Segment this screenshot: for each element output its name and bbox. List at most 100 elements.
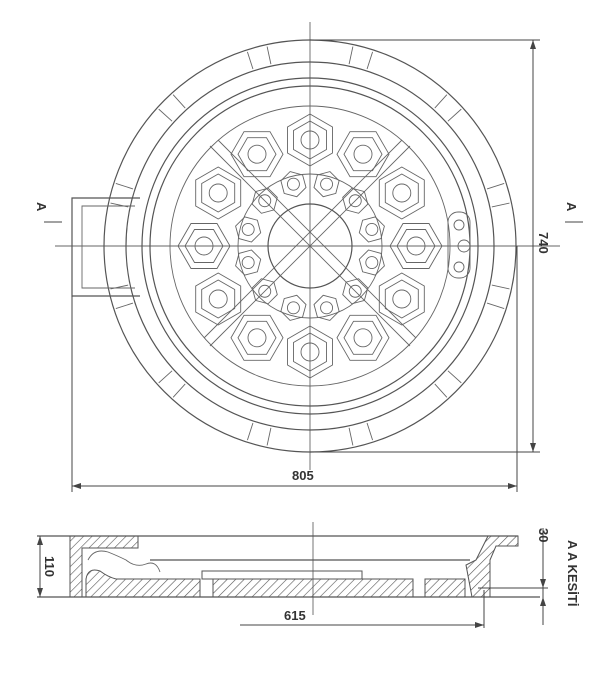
rim-rib xyxy=(158,370,173,384)
hexagon xyxy=(358,249,385,276)
boss-circle xyxy=(353,144,373,164)
lock-hole xyxy=(453,219,465,231)
hexagon xyxy=(378,272,425,326)
rim-rib xyxy=(366,422,374,441)
frame-left-base xyxy=(85,569,201,598)
frame-profile-curve xyxy=(87,550,161,573)
diagonal-bars xyxy=(203,139,417,347)
boss-circle xyxy=(353,328,373,348)
diagonal-bar-line xyxy=(209,145,411,347)
hexagon xyxy=(389,223,443,269)
hexagon xyxy=(177,223,231,269)
plan-view: 805 740 A A xyxy=(34,22,583,492)
lock-slot xyxy=(447,211,471,279)
rim-rib xyxy=(348,46,354,65)
hexagon xyxy=(396,229,436,263)
flange-dimension-label: 30 xyxy=(536,528,551,542)
rim-rib xyxy=(491,202,510,208)
lock-detail xyxy=(447,211,471,279)
section-label-right: A xyxy=(564,202,579,212)
hexagon xyxy=(235,249,262,276)
hexagon xyxy=(184,229,224,263)
pattern-ring xyxy=(169,105,451,387)
hexagon xyxy=(313,294,340,321)
boss-circle xyxy=(365,222,379,236)
section-label-left: A xyxy=(34,202,49,212)
height-dimension xyxy=(310,39,540,453)
hexagon xyxy=(293,332,327,372)
boss-circle xyxy=(406,236,426,256)
rim-rib xyxy=(172,383,186,398)
boss-circle xyxy=(241,222,255,236)
center-ring xyxy=(237,173,383,319)
hexagon xyxy=(384,279,419,319)
hexagon xyxy=(201,279,236,319)
rim-rib xyxy=(486,302,505,310)
rim-rib xyxy=(266,46,272,65)
boss-circle xyxy=(392,183,412,203)
boss-circle xyxy=(241,256,255,270)
rim-rib xyxy=(366,51,374,70)
hexagon xyxy=(280,294,307,321)
section-height-label: 110 xyxy=(42,556,57,577)
rim-rib xyxy=(434,383,448,398)
boss-circle xyxy=(365,256,379,270)
opening-dimension xyxy=(240,590,485,628)
lid-top xyxy=(201,570,363,580)
boss-circle xyxy=(392,289,412,309)
rim-rib xyxy=(266,427,272,446)
hexagon xyxy=(343,137,383,172)
hexagon xyxy=(280,171,307,198)
boss-circle xyxy=(286,177,300,191)
boss-circle xyxy=(286,301,300,315)
height-dimension-label: 740 xyxy=(536,232,551,254)
rim-rib xyxy=(447,108,462,122)
hexagon xyxy=(343,320,383,355)
hexagon xyxy=(237,320,277,355)
boss-circle xyxy=(258,194,272,208)
hinge-tab-inner xyxy=(81,205,135,289)
hexagon xyxy=(293,120,327,160)
boss-circle xyxy=(320,301,334,315)
boss-circle xyxy=(247,144,267,164)
rim-rib xyxy=(246,51,254,70)
lock-hole xyxy=(457,239,471,253)
rim-rib xyxy=(348,427,354,446)
flange-dimension xyxy=(478,528,548,625)
section-view: 110 30 615 A A KESİTİ xyxy=(37,522,580,628)
hexagon xyxy=(358,216,385,243)
frame-right xyxy=(465,535,519,598)
rim-rib xyxy=(172,94,186,109)
rim-rib xyxy=(246,422,254,441)
hexagon xyxy=(230,314,284,361)
opening-dimension-label: 615 xyxy=(284,608,306,623)
boss-circle xyxy=(194,236,214,256)
rim-rib xyxy=(115,182,134,190)
lid-edge-section xyxy=(424,578,466,598)
rim-ring-3 xyxy=(141,77,479,415)
rim-rib xyxy=(447,370,462,384)
frame-left xyxy=(69,535,139,598)
rim-rib xyxy=(115,302,134,310)
boss-circle xyxy=(348,194,362,208)
lid-section xyxy=(212,578,414,598)
boss-circle xyxy=(348,284,362,298)
lock-hole xyxy=(453,261,465,273)
rim-ring-2 xyxy=(125,61,495,431)
width-dimension xyxy=(71,246,518,492)
hexagon xyxy=(378,166,425,220)
hexagon xyxy=(195,166,242,220)
dimension-arrows xyxy=(540,579,546,606)
boss-circle xyxy=(247,328,267,348)
rim-rib xyxy=(486,182,505,190)
hexagon xyxy=(195,272,242,326)
hexagon xyxy=(287,113,333,167)
section-title: A A KESİTİ xyxy=(565,540,580,606)
boss-circle xyxy=(320,177,334,191)
boss-circle xyxy=(300,130,320,150)
hexagon xyxy=(201,173,236,213)
width-dimension-label: 805 xyxy=(292,468,314,483)
section-height-dimension xyxy=(37,536,43,597)
hexagon xyxy=(384,173,419,213)
